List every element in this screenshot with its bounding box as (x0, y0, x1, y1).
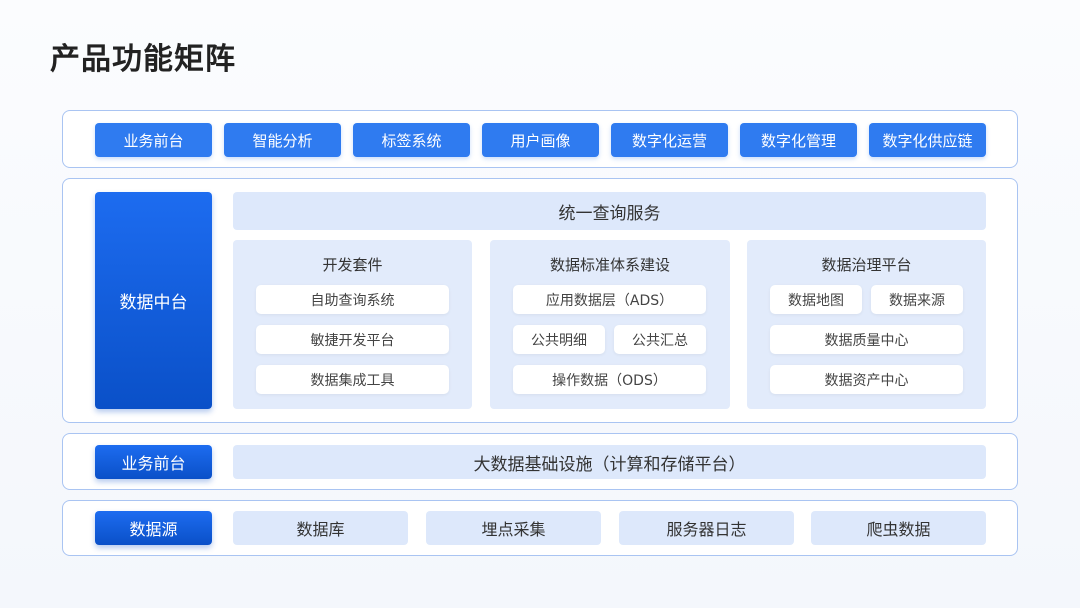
module-user-profile[interactable]: 用户画像 (482, 123, 599, 157)
data-origin[interactable]: 数据来源 (871, 285, 963, 314)
group-title: 数据治理平台 (821, 256, 912, 274)
data-standard-group: 数据标准体系建设 应用数据层（ADS） 公共明细 公共汇总 操作数据（ODS） (490, 240, 730, 409)
data-asset-center[interactable]: 数据资产中心 (770, 365, 963, 394)
dev-suite-group: 开发套件 自助查询系统 敏捷开发平台 数据集成工具 (233, 240, 472, 409)
public-detail[interactable]: 公共明细 (513, 325, 605, 354)
source-server-logs[interactable]: 服务器日志 (619, 511, 794, 545)
group-title: 开发套件 (322, 256, 383, 274)
data-platform-label[interactable]: 数据中台 (95, 192, 212, 409)
data-governance-group: 数据治理平台 数据地图 数据来源 数据质量中心 数据资产中心 (747, 240, 986, 409)
big-data-infrastructure[interactable]: 大数据基础设施（计算和存储平台） (233, 445, 986, 479)
module-smart-analysis[interactable]: 智能分析 (224, 123, 341, 157)
module-digital-management[interactable]: 数字化管理 (740, 123, 857, 157)
business-frontend-panel: 业务前台 智能分析 标签系统 用户画像 数字化运营 数字化管理 数字化供应链 (62, 110, 1018, 168)
data-source-label[interactable]: 数据源 (95, 511, 212, 545)
module-digital-operation[interactable]: 数字化运营 (611, 123, 728, 157)
data-integration-tool[interactable]: 数据集成工具 (256, 365, 449, 394)
public-summary[interactable]: 公共汇总 (614, 325, 706, 354)
module-digital-supply-chain[interactable]: 数字化供应链 (869, 123, 986, 157)
module-tag-system[interactable]: 标签系统 (353, 123, 470, 157)
source-tracking-collection[interactable]: 埋点采集 (426, 511, 601, 545)
data-source-panel: 数据源 数据库 埋点采集 服务器日志 爬虫数据 (62, 500, 1018, 556)
data-map[interactable]: 数据地图 (770, 285, 862, 314)
agile-dev-platform[interactable]: 敏捷开发平台 (256, 325, 449, 354)
data-quality-center[interactable]: 数据质量中心 (770, 325, 963, 354)
infrastructure-label[interactable]: 业务前台 (95, 445, 212, 479)
source-database[interactable]: 数据库 (233, 511, 408, 545)
infrastructure-panel: 业务前台 大数据基础设施（计算和存储平台） (62, 433, 1018, 490)
source-crawler-data[interactable]: 爬虫数据 (811, 511, 986, 545)
group-title: 数据标准体系建设 (549, 256, 670, 274)
data-platform-panel: 数据中台 统一查询服务 开发套件 自助查询系统 敏捷开发平台 数据集成工具 数据… (62, 178, 1018, 423)
self-query-system[interactable]: 自助查询系统 (256, 285, 449, 314)
module-business-frontend[interactable]: 业务前台 (95, 123, 212, 157)
unified-query-service[interactable]: 统一查询服务 (233, 192, 986, 230)
ads-layer[interactable]: 应用数据层（ADS） (513, 285, 706, 314)
page-title: 产品功能矩阵 (50, 42, 236, 77)
ods-layer[interactable]: 操作数据（ODS） (513, 365, 706, 394)
